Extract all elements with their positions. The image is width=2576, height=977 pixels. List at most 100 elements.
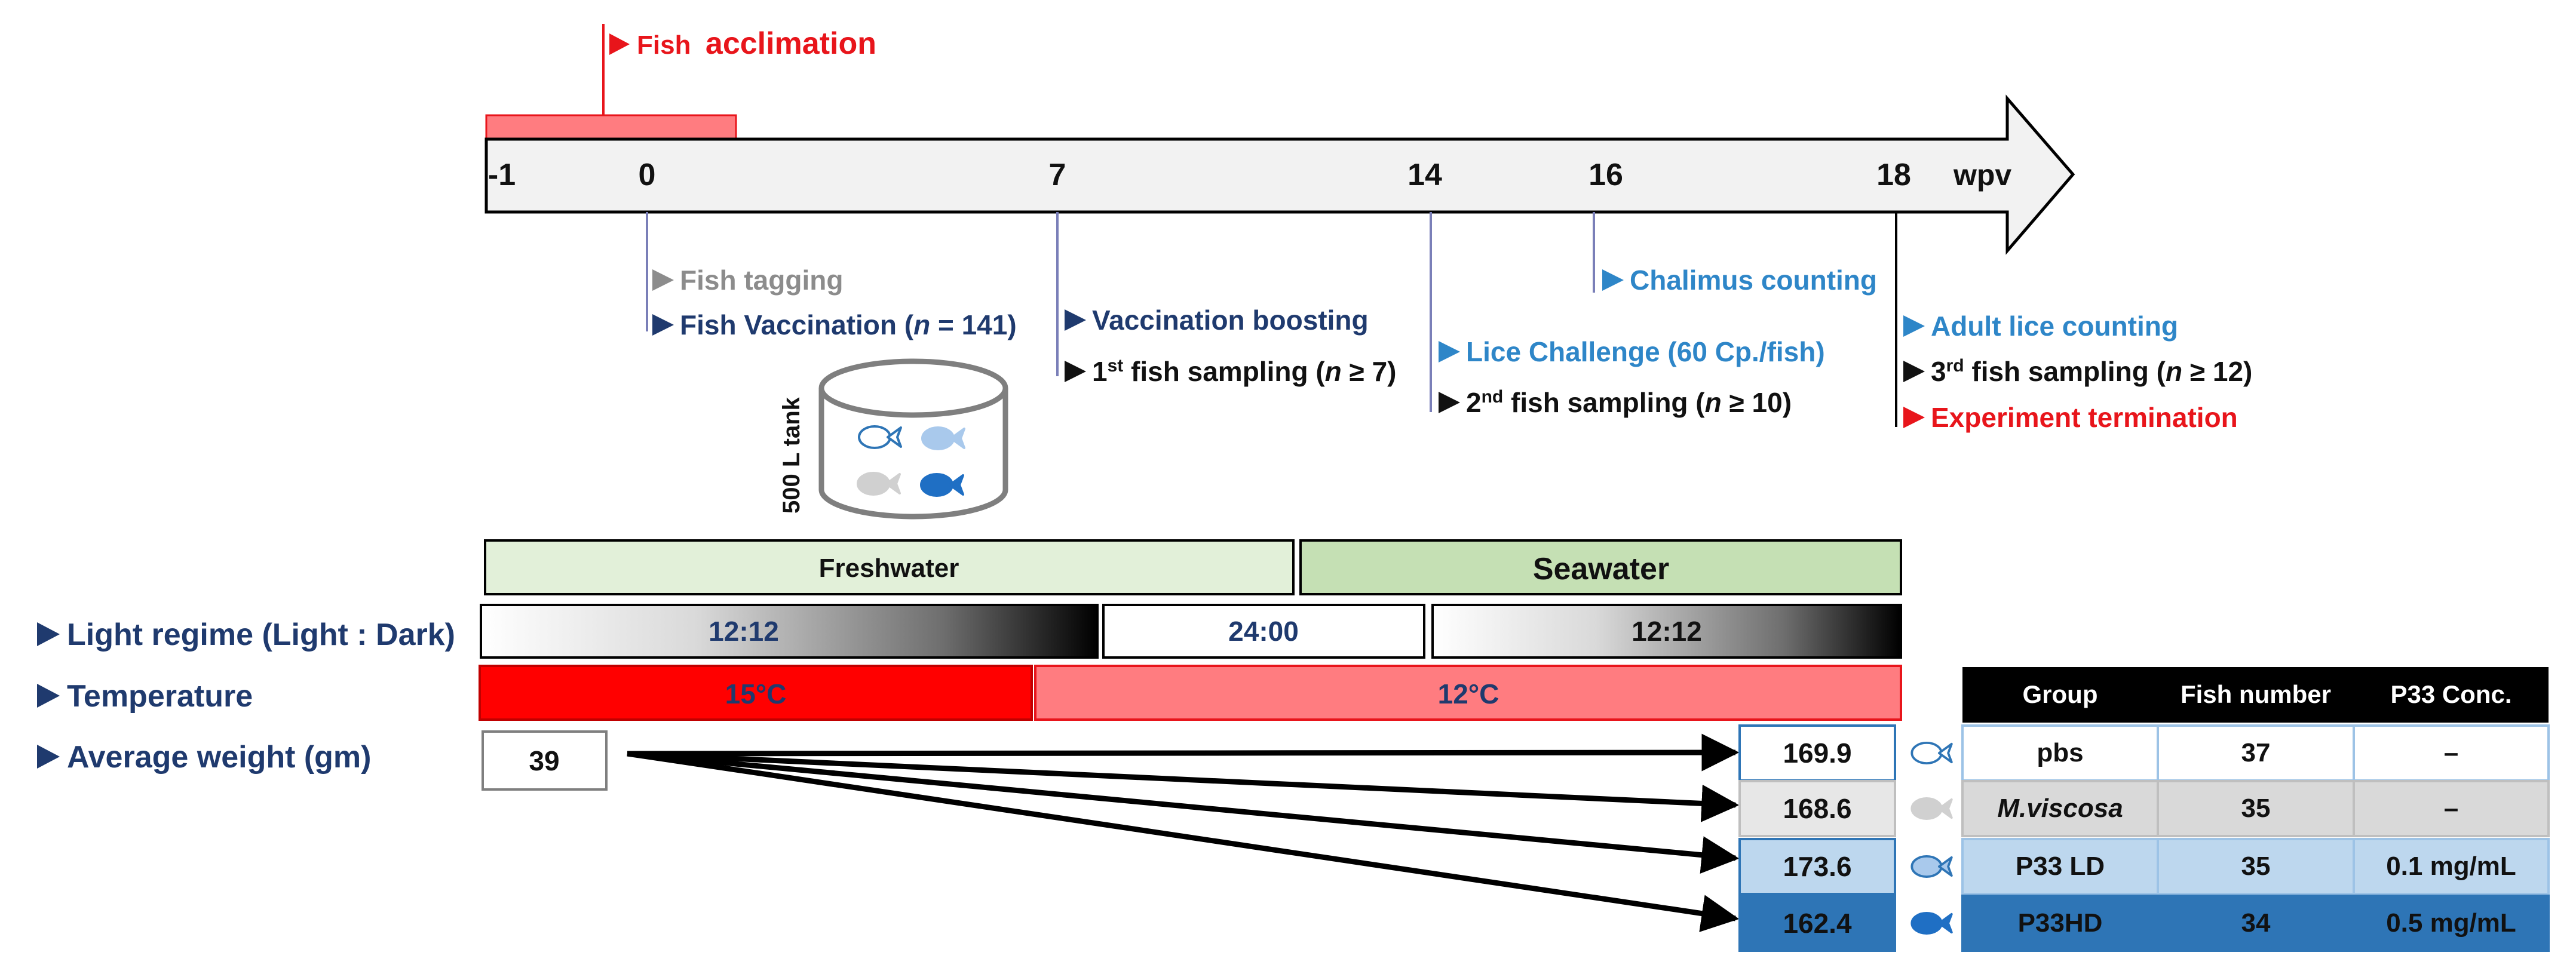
table-cell-text-0-2: – [2444,738,2458,767]
event-week0-0-label: Fish tagging [680,265,843,296]
temperature-row: 15°C 12°C [479,665,1902,721]
weight-arrow-3 [627,751,1740,874]
tick-label-5: 18 [1876,158,1911,192]
tick-label-3: 14 [1407,158,1442,192]
table-cell-text-0-0: pbs [2037,738,2083,767]
tank-rim [818,358,1008,418]
light-segment-2-label: 24:00 [1228,616,1299,647]
final-weight-box-1 [1738,780,1896,837]
tank-light-blue-fish-icon [921,426,965,450]
table-cell-text-3-1: 34 [2241,908,2271,938]
table-cell-2-2 [2353,838,2550,895]
acclimation-label-prefix: Fish [637,30,691,60]
acclimation-label-main: acclimation [706,26,876,61]
tick-label-2: 7 [1049,158,1066,192]
event-week18-2-triangle-icon [1903,407,1925,428]
table-cell-2-1 [2157,838,2355,895]
table-cell-1-0 [1961,780,2159,837]
start-weight-value: 39 [529,745,559,776]
tick-labels: -1 0 7 14 16 18 [488,158,1911,192]
table-cell-1-2 [2353,780,2550,837]
tank-grey-fish-icon [857,472,901,496]
table-cell-1-1 [2157,780,2355,837]
weight-row-triangle-icon [37,745,60,769]
weight-arrow-4 [627,751,1740,932]
table-cell-text-1-0: M.viscosa [1997,794,2123,823]
water-row: Freshwater Seawater [484,539,1902,595]
table-header-0: Group [2023,680,2098,708]
acclimation-bar [485,114,737,140]
tick-label-4: 16 [1588,158,1623,192]
temperature-segment-2 [1034,665,1902,721]
event-week0-1-label: Fish Vaccination (n = 141) [680,309,1017,340]
group-dark-blue-fish-icon [1910,911,1953,935]
temperature-segment-1-label: 15°C [725,678,787,709]
event-week18-0-triangle-icon [1903,315,1925,337]
event-week18-0-label: Adult lice counting [1931,311,2178,342]
event-week18-1-triangle-icon [1903,361,1925,382]
acclimation-marker: Fish acclimation [485,24,876,140]
freshwater-band [484,539,1295,595]
table-header-2: P33 Conc. [2390,680,2511,708]
svg-text:Fish acclimation: Fish acclimation [637,26,876,61]
seawater-band [1299,539,1902,595]
table-header-1: Fish number [2181,680,2331,708]
group-light-blue-fish-icon [1910,855,1953,878]
final-weight-value-0: 169.9 [1783,738,1851,769]
timeline-arrow [484,94,2075,255]
table-cell-2-0 [1961,838,2159,895]
row-labels: Light regime (Light : Dark) Temperature … [37,617,455,775]
table-cell-0-2 [2353,724,2550,782]
table-cell-text-3-2: 0.5 mg/mL [2386,908,2516,938]
event-week0-0-triangle-icon [652,269,674,291]
light-row-triangle-icon [37,622,60,646]
temperature-row-triangle-icon [37,684,60,708]
timeline-axis: -1 0 7 14 16 18 wpv [484,94,2075,255]
start-weight-box [482,730,608,791]
tick-label-1: 0 [639,158,656,192]
event-week7-1-label: 1st fish sampling (n ≥ 7) [1092,356,1396,388]
final-weight-box-3 [1738,895,1896,952]
temperature-row-label: Temperature [67,679,253,714]
table-cell-text-2-2: 0.1 mg/mL [2386,852,2516,881]
axis-unit: wpv [1953,158,2011,192]
light-regime-row: 12:12 24:00 12:12 [480,604,1902,659]
temperature-segment-2-label: 12°C [1438,678,1499,709]
table-cell-3-0 [1961,895,2159,952]
event-week14-1-label: 2nd fish sampling (n ≥ 10) [1466,387,1792,419]
event-week7-0-triangle-icon [1065,309,1086,331]
light-segment-2 [1102,604,1425,659]
event-week14-0-triangle-icon [1439,341,1460,362]
light-segment-3-label: 12:12 [1632,616,1702,647]
table-cell-text-2-1: 35 [2241,852,2271,881]
event-week18-2-label: Experiment termination [1931,402,2238,433]
tank-fish [857,425,965,497]
event-week16-0-label: Chalimus counting [1630,265,1877,296]
weight-arrows [627,733,1740,932]
final-weight-box-0 [1738,724,1896,782]
weight-arrow-1 [627,733,1740,772]
table-cell-text-1-2: – [2444,794,2458,823]
event-week18-1-label: 3rd fish sampling (n ≥ 12) [1931,356,2252,388]
tick-label-0: -1 [488,158,516,192]
tank: 500 L tank [778,358,1008,520]
table-cell-text-3-0: P33HD [2018,908,2103,938]
group-outline-fish-icon [1910,741,1953,765]
table-cell-text-2-0: P33 LD [2016,852,2105,881]
seawater-label: Seawater [1533,552,1669,586]
table-cell-text-1-1: 35 [2241,794,2271,823]
weight-arrow-2 [627,751,1740,822]
final-weight-box-2 [1738,838,1896,895]
final-weight-value-1: 168.6 [1783,793,1851,824]
temperature-segment-1 [479,665,1033,721]
light-segment-3 [1431,604,1902,659]
event-week16-0-triangle-icon [1602,269,1624,291]
light-segment-1-label: 12:12 [709,616,779,647]
event-week7-1-triangle-icon [1065,361,1086,382]
weight-row-label: Average weight (gm) [67,740,372,775]
